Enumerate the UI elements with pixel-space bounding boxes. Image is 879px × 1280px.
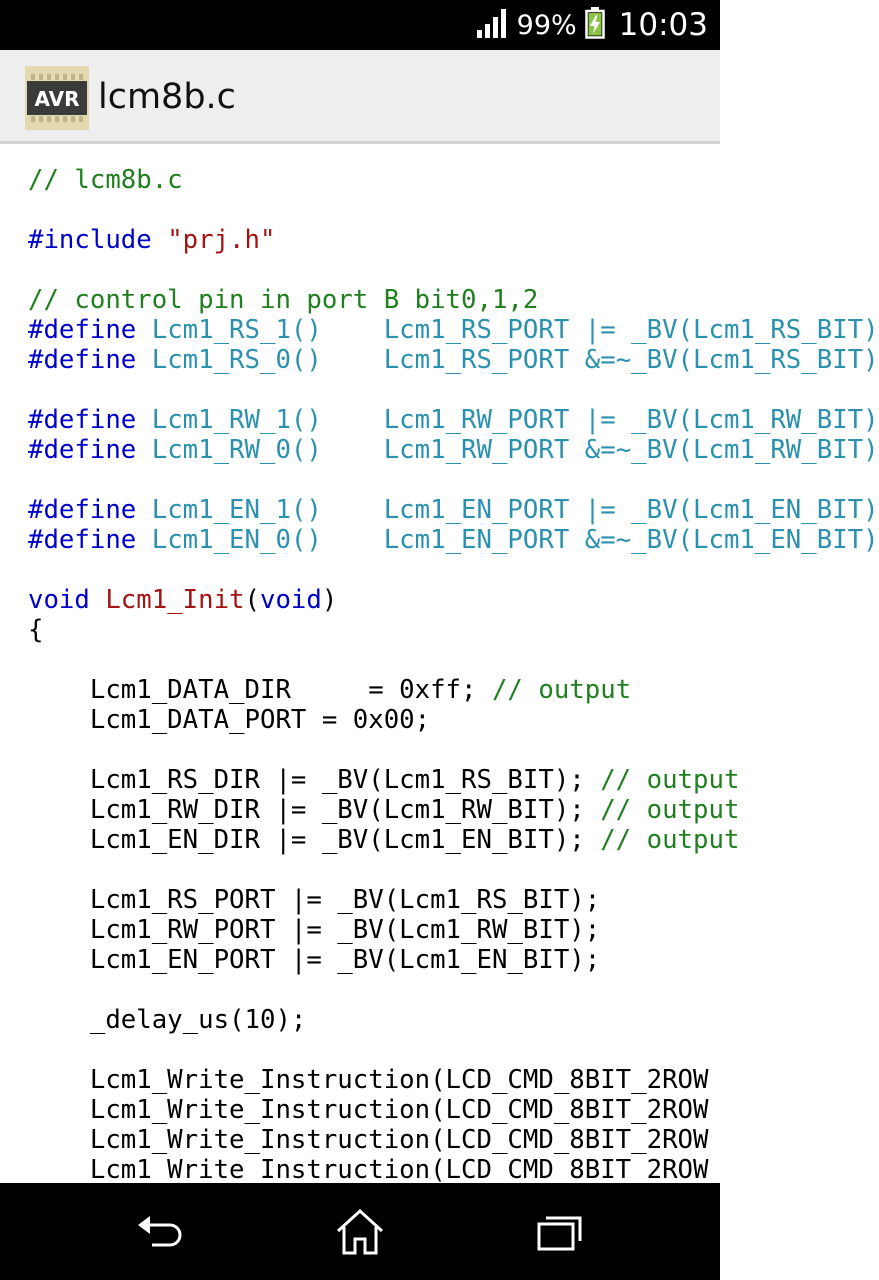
- code-token-kw: void: [259, 585, 322, 615]
- code-line: #include "prj.h": [28, 225, 704, 255]
- code-line: [28, 1035, 704, 1065]
- code-token-fn: Lcm1_Init: [105, 585, 245, 615]
- code-line: void Lcm1_Init(void): [28, 585, 704, 615]
- code-token-plain: Lcm1_DATA_DIR = 0xff;: [28, 675, 492, 705]
- code-token-plain: Lcm1_Write_Instruction(LCD_CMD_8BIT_2ROW: [28, 1155, 709, 1185]
- code-line: // lcm8b.c: [28, 165, 704, 195]
- code-token-kw: #define: [28, 315, 152, 345]
- code-line: // control pin in port B bit0,1,2: [28, 285, 704, 315]
- code-token-comment: // output: [600, 825, 740, 855]
- code-line: Lcm1_RS_PORT |= _BV(Lcm1_RS_BIT);: [28, 885, 704, 915]
- code-line: Lcm1_DATA_DIR = 0xff; // output: [28, 675, 704, 705]
- code-token-kw: #define: [28, 405, 152, 435]
- code-line: [28, 195, 704, 225]
- code-line: #define Lcm1_RW_0() Lcm1_RW_PORT &=~_BV(…: [28, 435, 879, 465]
- code-line: Lcm1_Write_Instruction(LCD_CMD_8BIT_2ROW: [28, 1125, 709, 1155]
- code-token-plain: Lcm1_Write_Instruction(LCD_CMD_8BIT_2ROW: [28, 1095, 709, 1125]
- code-token-macro: Lcm1_RW_1() Lcm1_RW_PORT |= _BV(Lcm1_RW_…: [151, 405, 879, 435]
- code-line: Lcm1_RW_DIR |= _BV(Lcm1_RW_BIT); // outp…: [28, 795, 740, 825]
- status-time: 10:03: [618, 7, 708, 43]
- code-token-macro: Lcm1_RW_0() Lcm1_RW_PORT &=~_BV(Lcm1_RW_…: [151, 435, 879, 465]
- code-line: Lcm1_EN_DIR |= _BV(Lcm1_EN_BIT); // outp…: [28, 825, 740, 855]
- code-token-kw: #define: [28, 345, 152, 375]
- home-icon[interactable]: [330, 1203, 390, 1259]
- code-token-plain: (: [244, 585, 260, 615]
- navigation-bar: [0, 1183, 720, 1280]
- code-line: [28, 555, 704, 585]
- code-line: Lcm1_EN_PORT |= _BV(Lcm1_EN_BIT);: [28, 945, 704, 975]
- code-line: [28, 975, 704, 1005]
- code-token-macro: Lcm1_RS_1() Lcm1_RS_PORT |= _BV(Lcm1_RS_…: [151, 315, 879, 345]
- code-line: Lcm1_Write_Instruction(LCD_CMD_8BIT_2ROW: [28, 1095, 709, 1125]
- code-viewer[interactable]: // lcm8b.c #include "prj.h" // control pin…: [0, 147, 879, 1185]
- code-token-plain: {: [28, 615, 44, 645]
- code-line: Lcm1_Write_Instruction(LCD_CMD_8BIT_2ROW: [28, 1065, 709, 1095]
- code-token-plain: Lcm1_RS_DIR |= _BV(Lcm1_RS_BIT);: [28, 765, 601, 795]
- code-token-comment: // output: [491, 675, 632, 705]
- code-token-plain: Lcm1_Write_Instruction(LCD_CMD_8BIT_2ROW: [28, 1065, 709, 1095]
- code-line: Lcm1_RS_DIR |= _BV(Lcm1_RS_BIT); // outp…: [28, 765, 740, 795]
- code-line: Lcm1_RW_PORT |= _BV(Lcm1_RW_BIT);: [28, 915, 704, 945]
- code-token-macro: Lcm1_EN_1() Lcm1_EN_PORT |= _BV(Lcm1_EN_…: [151, 495, 879, 525]
- code-line: [28, 735, 704, 765]
- code-line: [28, 645, 704, 675]
- code-token-plain: _delay_us(10);: [28, 1005, 307, 1035]
- code-token-comment: // lcm8b.c: [28, 165, 183, 195]
- code-line: #define Lcm1_EN_0() Lcm1_EN_PORT &=~_BV(…: [28, 525, 879, 555]
- code-token-macro: Lcm1_RS_0() Lcm1_RS_PORT &=~_BV(Lcm1_RS_…: [151, 345, 879, 375]
- code-token-kw: void: [28, 585, 106, 615]
- code-token-macro: Lcm1_EN_0() Lcm1_EN_PORT &=~_BV(Lcm1_EN_…: [151, 525, 879, 555]
- code-line: #define Lcm1_EN_1() Lcm1_EN_PORT |= _BV(…: [28, 495, 879, 525]
- status-bar: 99% 10:03: [0, 0, 720, 50]
- code-line: [28, 855, 704, 885]
- code-line: _delay_us(10);: [28, 1005, 704, 1035]
- code-line: [28, 375, 704, 405]
- page-title: lcm8b.c: [98, 77, 236, 117]
- code-line: [28, 255, 704, 285]
- battery-percent: 99%: [516, 9, 577, 41]
- code-token-plain: Lcm1_DATA_PORT = 0x00;: [28, 705, 431, 735]
- code-line: [28, 465, 704, 495]
- code-token-plain: Lcm1_RS_PORT |= _BV(Lcm1_RS_BIT);: [28, 885, 601, 915]
- app-bar: AVR lcm8b.c: [0, 50, 720, 144]
- back-icon[interactable]: [130, 1203, 190, 1259]
- code-token-kw: #define: [28, 435, 152, 465]
- recent-apps-icon[interactable]: [530, 1203, 590, 1259]
- code-token-plain: Lcm1_RW_PORT |= _BV(Lcm1_RW_BIT);: [28, 915, 601, 945]
- code-token-plain: Lcm1_Write_Instruction(LCD_CMD_8BIT_2ROW: [28, 1125, 709, 1155]
- avr-chip-icon[interactable]: AVR: [25, 66, 89, 130]
- code-token-plain: Lcm1_RW_DIR |= _BV(Lcm1_RW_BIT);: [28, 795, 601, 825]
- app-icon-label: AVR: [35, 87, 80, 111]
- code-token-kw: #include: [28, 225, 168, 255]
- code-content: // lcm8b.c #include "prj.h" // control pin…: [28, 165, 879, 1185]
- code-line: Lcm1_Write_Instruction(LCD_CMD_8BIT_2ROW: [28, 1155, 709, 1185]
- code-line: #define Lcm1_RS_0() Lcm1_RS_PORT &=~_BV(…: [28, 345, 879, 375]
- code-line: Lcm1_DATA_PORT = 0x00;: [28, 705, 704, 735]
- status-indicators: 99% 10:03: [476, 0, 708, 50]
- signal-icon: [476, 8, 509, 42]
- code-line: {: [28, 615, 704, 645]
- code-token-comment: // output: [600, 765, 740, 795]
- code-line: #define Lcm1_RW_1() Lcm1_RW_PORT |= _BV(…: [28, 405, 879, 435]
- code-token-string: "prj.h": [167, 225, 276, 255]
- code-token-kw: #define: [28, 495, 152, 525]
- code-line: #define Lcm1_RS_1() Lcm1_RS_PORT |= _BV(…: [28, 315, 879, 345]
- battery-charging-icon: [584, 7, 605, 43]
- code-token-comment: // control pin in port B bit0,1,2: [28, 285, 539, 315]
- code-token-plain: ): [321, 585, 338, 615]
- code-token-plain: Lcm1_EN_DIR |= _BV(Lcm1_EN_BIT);: [28, 825, 601, 855]
- code-token-plain: Lcm1_EN_PORT |= _BV(Lcm1_EN_BIT);: [28, 945, 601, 975]
- code-token-kw: #define: [28, 525, 152, 555]
- code-token-comment: // output: [600, 795, 740, 825]
